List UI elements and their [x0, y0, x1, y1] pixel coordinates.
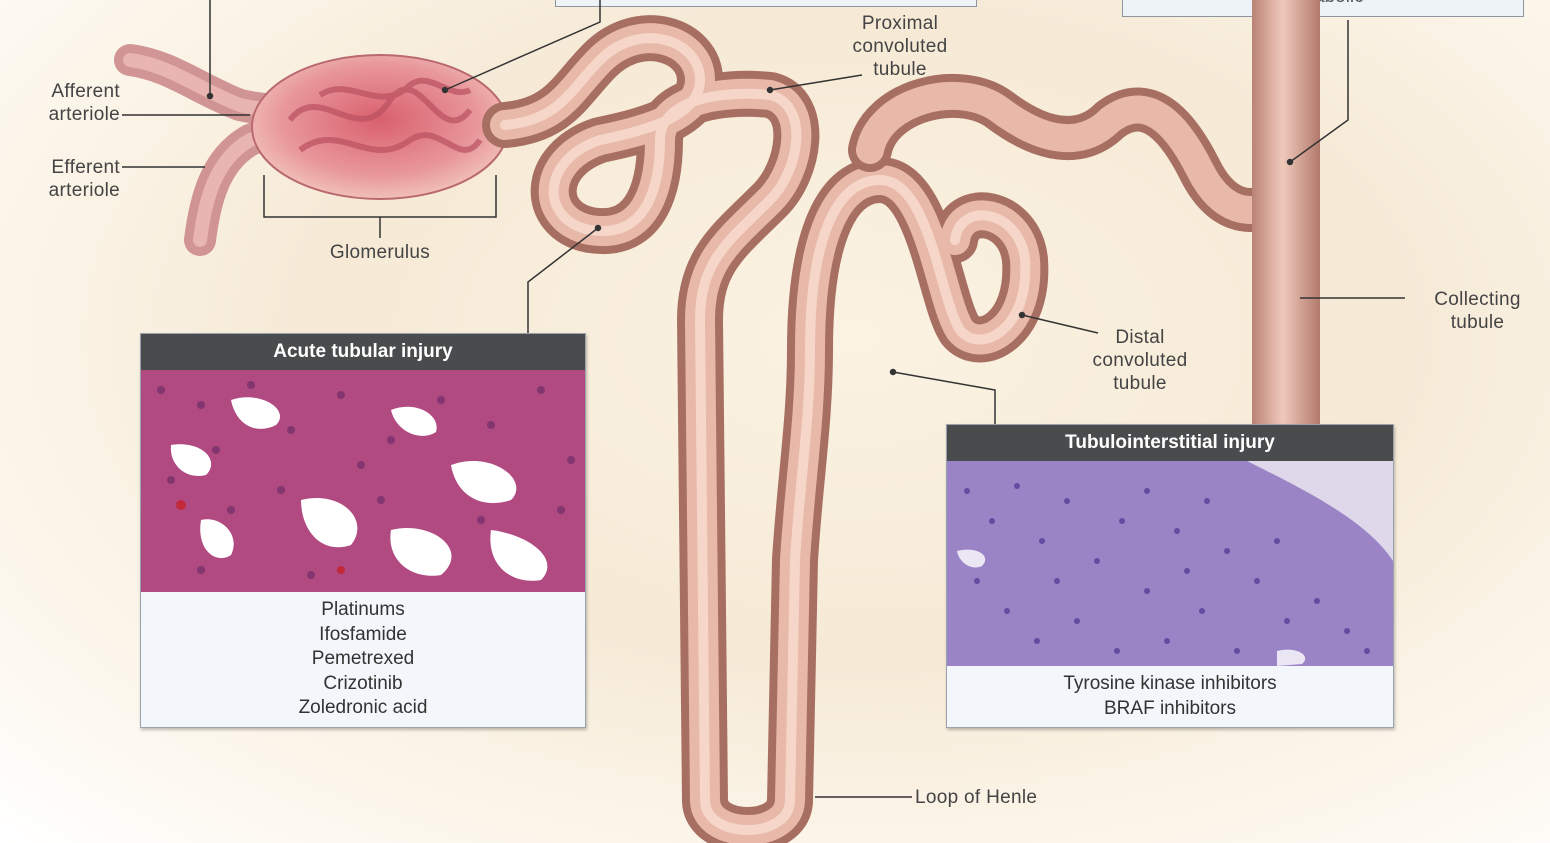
tubulointerstitial-injury-panel: Tubulointerstitial injury Tyrosine kinas…: [946, 424, 1394, 728]
acute-drug-item: Crizotinib: [141, 672, 585, 697]
glomerulus-label: Glomerulus: [300, 241, 460, 264]
glomerulus-shape: [252, 55, 508, 199]
collecting-tubule-label: Collecting tubule: [1405, 288, 1550, 334]
acute-tubular-injury-panel: Acute tubular injury Platinums Ifosfamid…: [140, 333, 586, 728]
afferent-arteriole-label: Afferent arteriole: [8, 80, 120, 126]
tubulo-drug-item: Tyrosine kinase inhibitors: [947, 672, 1393, 697]
tubulo-drug-item: BRAF inhibitors: [947, 697, 1393, 722]
acute-panel-title: Acute tubular injury: [141, 334, 585, 370]
acute-drug-item: Platinums: [141, 598, 585, 623]
loop-of-henle-label: Loop of Henle: [915, 786, 1115, 809]
proximal-tubule-label: Proximal convoluted tubule: [820, 12, 980, 81]
efferent-arteriole-label: Efferent arteriole: [8, 156, 120, 202]
collecting-tubule: [1252, 0, 1320, 425]
tubulo-panel-title: Tubulointerstitial injury: [947, 425, 1393, 461]
acute-histology-image: [141, 370, 585, 592]
acute-drug-item: Zoledronic acid: [141, 696, 585, 721]
tubulo-drug-list: Tyrosine kinase inhibitors BRAF inhibito…: [947, 666, 1393, 721]
acute-drug-list: Platinums Ifosfamide Pemetrexed Crizotin…: [141, 592, 585, 721]
tubulo-histology-image: [947, 461, 1393, 666]
distal-tubule-label: Distal convoluted tubule: [1060, 326, 1220, 395]
acute-drug-item: Ifosfamide: [141, 623, 585, 648]
acute-drug-item: Pemetrexed: [141, 647, 585, 672]
